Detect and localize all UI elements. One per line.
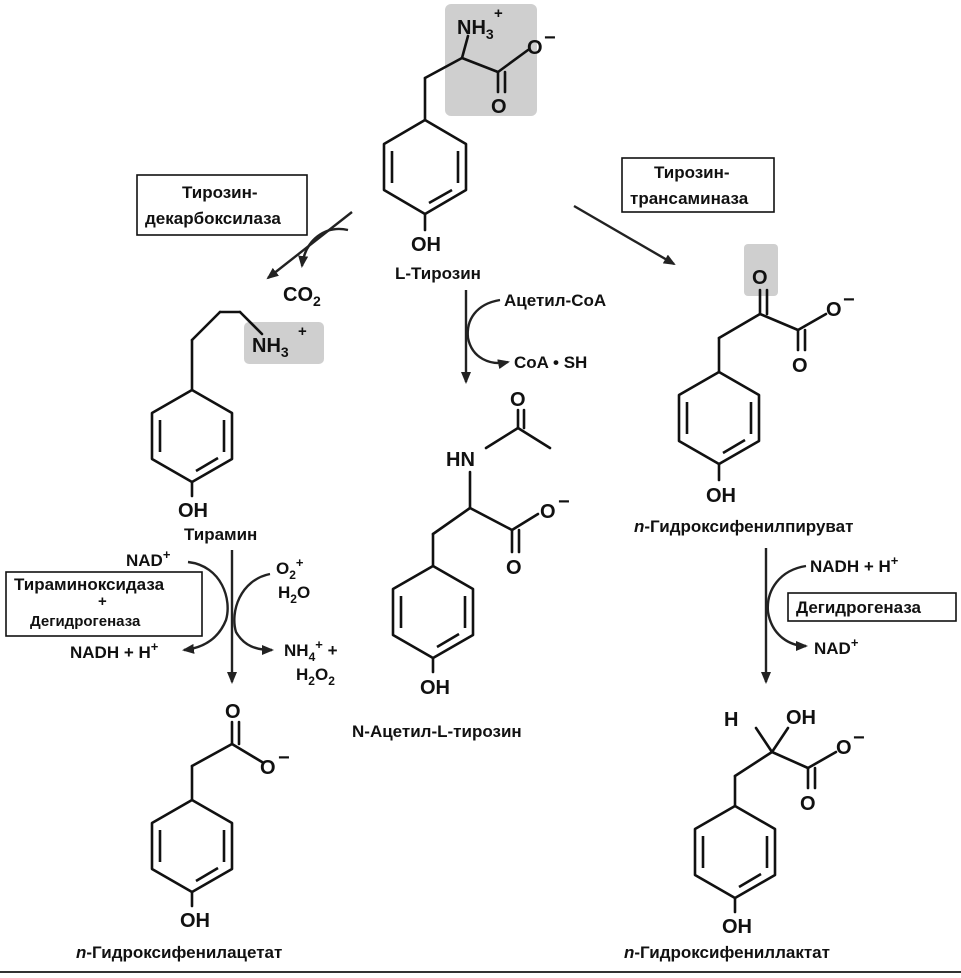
- nadh-to-nad-arrow: [766, 564, 808, 651]
- transaminase-box: Тирозин- трансаминаза: [621, 157, 775, 213]
- h2o2-label: H2O2: [296, 665, 335, 688]
- hpacetate-carboxyl-charge: −: [278, 747, 290, 769]
- tyrosine-amino-charge: +: [494, 5, 503, 22]
- dehydrogenase-label: Дегидрогеназа: [796, 598, 922, 617]
- tyrosine-carbonyl-o: O: [491, 96, 507, 118]
- hpacetate-oh: OH: [180, 910, 210, 932]
- acetyltyrosine-carboxyl-o: O: [540, 501, 556, 523]
- acetyltyrosine-carboxyl-charge: −: [558, 491, 570, 513]
- tyramine-oxidase-label-line3: Дегидрогеназа: [30, 613, 141, 630]
- hpacetate-ring: [150, 798, 234, 894]
- hppyruvate-highlight: [744, 244, 778, 296]
- hplactate-ring: [693, 804, 777, 900]
- hppyruvate-keto-o: O: [752, 267, 768, 289]
- tyramine-amino-charge: +: [298, 323, 307, 340]
- decarboxylase-label-line1: Тирозин-: [182, 183, 258, 202]
- hplactate-oh: OH: [722, 916, 752, 938]
- acetyltyrosine-label: N-Ацетил-L-тирозин: [352, 722, 522, 741]
- acetyltyrosine-oh: OH: [420, 677, 450, 699]
- acetyltyrosine-hn: HN: [446, 449, 475, 471]
- tyramine-oxidase-box: Тираминоксидаза + Дегидрогеназа: [5, 571, 203, 637]
- hppyruvate-structure: O O − O OH n-Гидроксифенилпируват: [634, 244, 855, 536]
- tyrosine-highlight: [445, 4, 537, 116]
- co2-label: CO2: [283, 284, 321, 309]
- hppyruvate-ring: [677, 370, 761, 466]
- hplactate-carboxyl-charge: −: [853, 727, 865, 749]
- acetyltyrosine-acetyl-o: O: [510, 389, 526, 411]
- hpacetate-carbonyl-o: O: [225, 701, 241, 723]
- nad-in-label: NAD+: [126, 547, 171, 570]
- tyrosine-structure: NH3 + O − O OH L-Тирозин: [382, 4, 556, 283]
- hplactate-carbonyl-o: O: [800, 793, 816, 815]
- acetyl-coa-label: Ацетил-CoA: [504, 291, 606, 310]
- tyrosine-ring: [382, 118, 468, 216]
- hppyruvate-carboxyl-charge: −: [843, 289, 855, 311]
- tyramine-ring: [150, 388, 234, 484]
- nad-to-nadh-arrow: [182, 560, 229, 654]
- co2-release-arrow: [298, 227, 349, 268]
- tyrosine-carboxyl-o: O: [527, 37, 543, 59]
- decarboxylase-label-line2: декарбоксилаза: [145, 209, 281, 228]
- tyrosine-carboxyl-charge: −: [544, 27, 556, 49]
- nadh-in-right-label: NADH + H+: [810, 553, 899, 576]
- transaminase-label-line1: Тирозин-: [654, 163, 730, 182]
- hplactate-h: H: [724, 709, 738, 731]
- tyramine-oh: OH: [178, 500, 208, 522]
- transaminase-label-line2: трансаминаза: [630, 189, 749, 208]
- hplactate-carboxyl-o: O: [836, 737, 852, 759]
- o2-label: O2+: [276, 555, 304, 582]
- dehydrogenase-box: Дегидрогеназа: [787, 592, 957, 622]
- nadh-out-label: NADH + H+: [70, 639, 159, 662]
- hppyruvate-oh: OH: [706, 485, 736, 507]
- acetyltyrosine-carbonyl-o: O: [506, 557, 522, 579]
- hpacetate-label: n-Гидроксифенилацетат: [76, 943, 282, 962]
- decarboxylase-box: Тирозин- декарбоксилаза: [136, 174, 308, 236]
- hplactate-structure: H OH O − O OH n-Гидроксифениллактат: [624, 707, 865, 962]
- coa-sh-label: CoA • SH: [514, 353, 587, 372]
- tyramine-highlight: [244, 322, 324, 364]
- hppyruvate-carboxyl-o: O: [826, 299, 842, 321]
- nad-out-right-label: NAD+: [814, 635, 859, 658]
- o2-to-nh4-arrow: [233, 572, 274, 655]
- nh4-label: NH4+ +: [284, 637, 338, 664]
- hpacetate-carboxyl-o: O: [260, 757, 276, 779]
- hppyruvate-carbonyl-o: O: [792, 355, 808, 377]
- tyrosine-label: L-Тирозин: [395, 264, 481, 283]
- hpacetate-structure: O O − OH n-Гидроксифенилацетат: [76, 701, 290, 962]
- hppyruvate-label: n-Гидроксифенилпируват: [634, 517, 853, 536]
- acetyltyrosine-structure: O HN O − O OH N-Ацетил-L-тирозин: [352, 389, 570, 741]
- tyramine-amino: NH3: [252, 335, 289, 360]
- hplactate-oh-alpha: OH: [786, 707, 816, 729]
- hplactate-label: n-Гидроксифениллактат: [624, 943, 830, 962]
- tyramine-structure: NH3 + OH Тирамин: [150, 310, 324, 544]
- tyrosine-amino: NH3: [457, 17, 494, 42]
- h2o-label: H2O: [278, 583, 310, 606]
- acetyltyrosine-ring: [391, 564, 475, 660]
- tyrosine-oh: OH: [411, 234, 441, 256]
- acetylcoa-to-coash-arrow: [466, 298, 510, 370]
- tyramine-oxidase-label-line2: +: [98, 593, 107, 610]
- transaminase-arrow: [573, 204, 676, 266]
- tyramine-label: Тирамин: [184, 525, 257, 544]
- tyramine-oxidase-label-line1: Тираминоксидаза: [14, 575, 165, 594]
